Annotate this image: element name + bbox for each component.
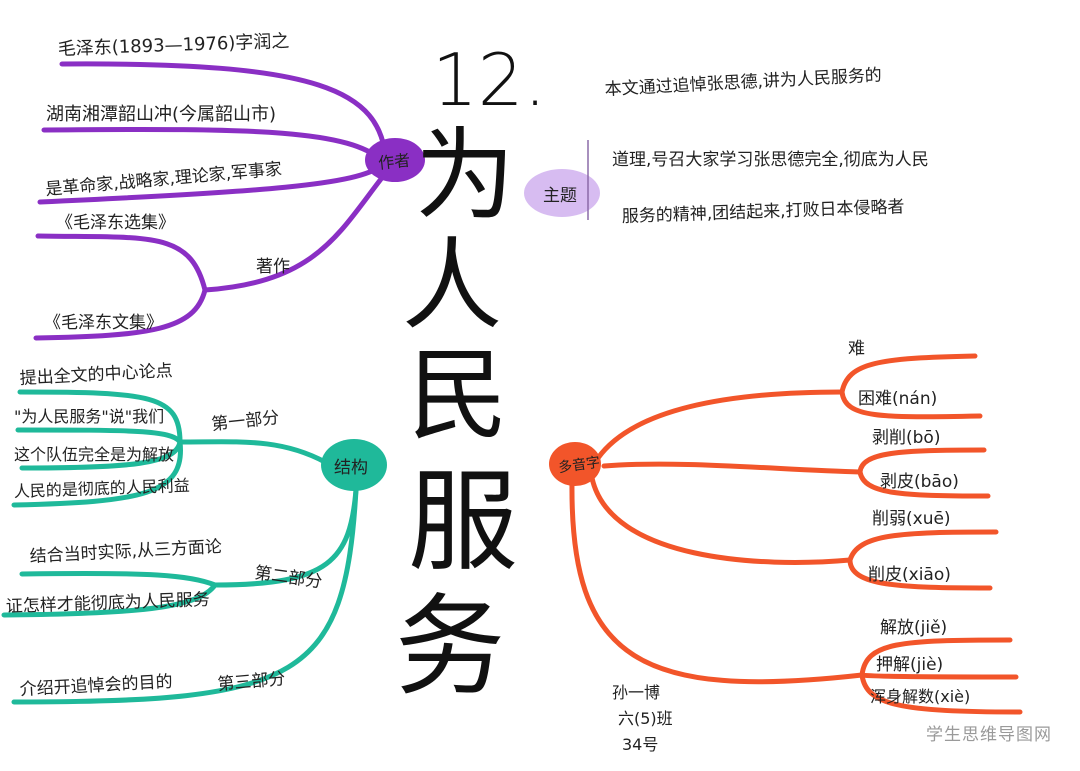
group3-item-1: 削弱(xuē) (872, 509, 951, 529)
structure-branch (1, 389, 359, 705)
works-connector-1 (35, 233, 208, 293)
signature-class: 六(5)班 (618, 709, 673, 728)
group4-item3-connector (859, 672, 1023, 715)
part3-label: 第三部分 (217, 669, 286, 695)
theme-node (524, 169, 600, 217)
author-node-label: 作者 (377, 150, 411, 172)
polyphone-branch (569, 353, 1023, 715)
part1-item2-connector (15, 427, 183, 445)
author-works-connector (202, 167, 391, 293)
group3-item-2: 削皮(xiāo) (868, 565, 951, 585)
part1-item-3: 这个队伍完全是为解放 (14, 445, 174, 464)
polyphone-group3-connector (589, 475, 853, 565)
group2-item-2: 剥皮(bāo) (880, 472, 959, 492)
part1-item3-connector (19, 439, 183, 471)
part2-item2-connector (1, 582, 218, 618)
theme-line-3: 服务的精神,团结起来,打败日本侵略者 (621, 197, 904, 227)
part1-item-1: 提出全文的中心论点 (19, 361, 173, 389)
author-branch (33, 61, 391, 341)
author-connector-3 (37, 162, 385, 205)
signature-name: 孙一博 (612, 683, 660, 702)
polyphone-group2-connector (601, 461, 863, 475)
polyphone-group4-connector (569, 479, 865, 685)
group2-item-1: 剥削(bō) (872, 428, 940, 448)
group4-item-3: 浑身解数(xiè) (870, 687, 970, 706)
group4-item2-connector (859, 672, 1019, 680)
part3-item-1: 介绍开追悼会的目的 (19, 672, 173, 700)
structure-part1-connector (177, 439, 328, 465)
group4-item-2: 押解(jiè) (876, 655, 943, 675)
polyphone-node-label: 多音字 (557, 454, 601, 477)
author-item-2: 湖南湘潭韶山冲(今属韶山市) (46, 104, 276, 125)
group3-item1-connector (847, 529, 999, 563)
polyphone-node (549, 442, 601, 486)
group1-item2-connector (839, 389, 983, 420)
group2-item1-connector (857, 447, 987, 475)
works-connector-2 (33, 287, 208, 341)
theme-line-2: 道理,号召大家学习张思德完全,彻底为人民 (612, 150, 929, 170)
part2-label: 第二部分 (253, 563, 323, 592)
group1-item-1: 难 (848, 339, 865, 359)
title-char-2: 人 (402, 227, 502, 344)
part2-item1-connector (19, 570, 218, 588)
author-connector-2 (41, 126, 387, 165)
author-works-label: 著作 (256, 257, 290, 277)
theme-line-1: 本文通过追悼张思德,讲为人民服务的 (604, 66, 882, 100)
watermark: 学生思维导图网 (926, 725, 1052, 745)
part1-label: 第一部分 (210, 408, 280, 435)
signature-number: 34号 (622, 735, 658, 754)
author-work-2: 《毛泽东文集》 (44, 313, 163, 333)
group3-item2-connector (847, 557, 993, 591)
title-number: 12. (432, 38, 547, 122)
part1-item-2: "为人民服务"说"我们 (14, 407, 164, 426)
group2-item2-connector (857, 469, 991, 499)
author-item-1: 毛泽东(1893—1976)字润之 (57, 31, 289, 60)
part2-item-2: 证怎样才能彻底为人民服务 (5, 590, 210, 617)
author-work-1: 《毛泽东选集》 (56, 213, 175, 233)
part2-item-1: 结合当时实际,从三方面论 (29, 537, 222, 567)
title-char-4: 服 (408, 458, 518, 586)
title-char-5: 务 (395, 583, 505, 711)
structure-part3-connector (11, 487, 359, 705)
part1-item-4: 人民的是彻底的人民利益 (13, 476, 190, 501)
part1-item4-connector (11, 439, 184, 508)
title-char-1: 为 (415, 117, 515, 234)
title-char-3: 民 (408, 337, 508, 454)
theme-node-label: 主题 (543, 186, 577, 206)
group4-item1-connector (859, 637, 1013, 678)
author-connector-1 (59, 61, 389, 163)
group4-item-1: 解放(jiě) (880, 618, 947, 638)
part1-item1-connector (17, 389, 183, 445)
group1-item-2: 困难(nán) (858, 389, 937, 409)
author-node (365, 138, 425, 182)
structure-node-label: 结构 (334, 458, 368, 478)
group1-item1-connector (839, 353, 978, 395)
structure-node (321, 439, 387, 491)
polyphone-group1-connector (595, 389, 845, 461)
